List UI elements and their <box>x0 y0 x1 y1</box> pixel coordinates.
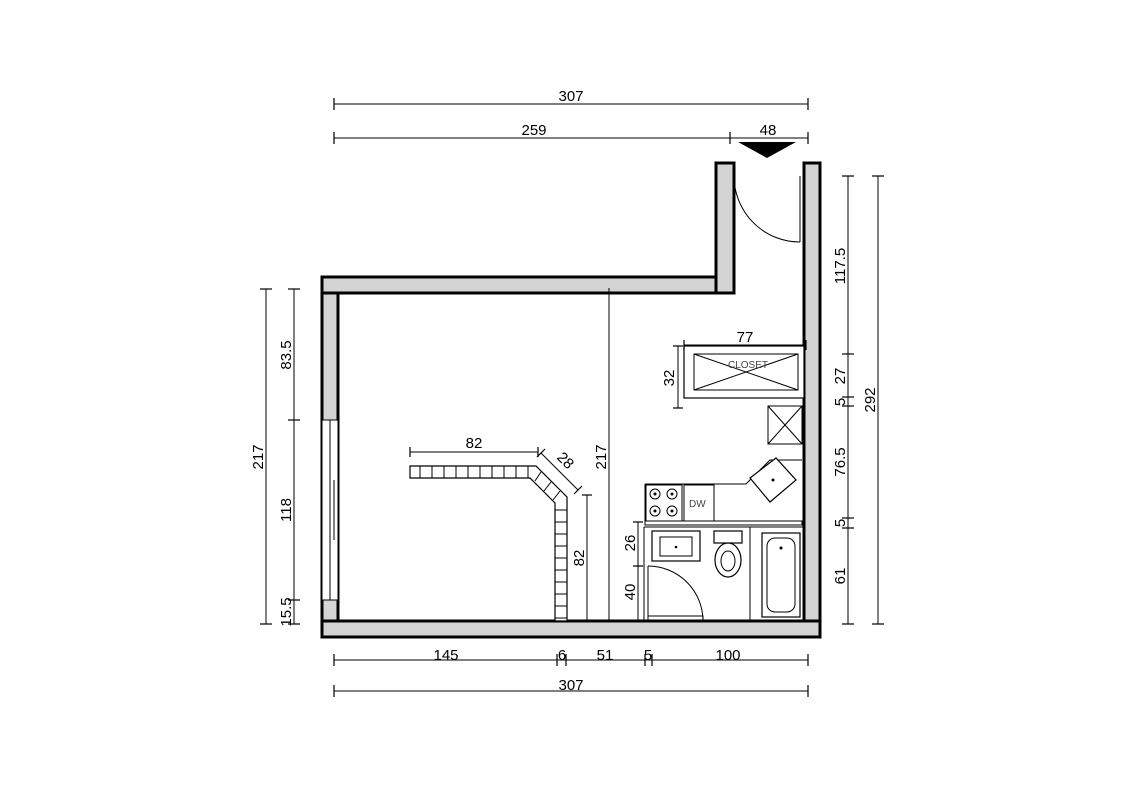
dim-bottom-c: 51 <box>597 647 614 664</box>
bathroom-door <box>647 565 704 622</box>
dim-right-d: 76.5 <box>832 447 849 476</box>
dim-bottom-b: 6 <box>558 647 566 664</box>
closet-label: CLOSET <box>728 360 768 371</box>
dim-left-overall: 217 <box>250 444 267 469</box>
toilet-icon <box>713 530 743 578</box>
west-window <box>321 419 339 601</box>
dim-top-overall: 307 <box>558 88 583 105</box>
dim-right-c: 5 <box>832 398 849 406</box>
south-wall <box>320 619 822 639</box>
dim-bottom-d: 5 <box>644 647 652 664</box>
entry-wall-left <box>714 161 736 295</box>
dim-top-door: 48 <box>760 122 777 139</box>
entry-door <box>733 172 801 243</box>
dim-left-top: 83.5 <box>278 340 295 369</box>
dim-right-b: 27 <box>832 368 849 385</box>
stove-icon <box>645 484 683 522</box>
dim-right-overall: 292 <box>862 387 879 412</box>
kitchen-counter <box>644 457 803 526</box>
dim-bath-a: 26 <box>622 535 639 552</box>
dim-bottom-e: 100 <box>715 647 740 664</box>
walls <box>320 161 822 639</box>
dim-right-e: 5 <box>832 519 849 527</box>
bathroom <box>643 526 804 622</box>
dishwasher: DW <box>683 484 715 522</box>
dim-counter-side: 82 <box>571 550 588 567</box>
dim-left-window: 118 <box>278 498 295 522</box>
entry-arrow-icon <box>738 142 796 158</box>
dim-closet-depth: 32 <box>661 370 678 387</box>
dim-top-left: 259 <box>521 122 546 139</box>
counter <box>409 465 568 622</box>
dishwasher-label: DW <box>689 499 706 510</box>
north-wall-living <box>320 275 736 295</box>
dim-bath-b: 40 <box>622 584 639 601</box>
dimension-labels: 307 259 48 145 6 51 5 100 307 217 83.5 1… <box>250 88 879 694</box>
dim-bottom-a: 145 <box>433 647 458 664</box>
dim-closet-width: 77 <box>737 329 754 346</box>
dim-right-f: 61 <box>832 568 849 585</box>
dim-counter-top: 82 <box>466 435 483 452</box>
bathtub-icon <box>761 532 801 618</box>
dim-right-a: 117.5 <box>832 248 849 284</box>
dim-interior-height: 217 <box>593 444 610 469</box>
dimension-lines <box>260 98 884 697</box>
dim-left-bottom: 15.5 <box>278 597 295 626</box>
pantry-box <box>767 405 803 445</box>
dim-bottom-overall: 307 <box>558 677 583 694</box>
east-wall <box>802 161 822 639</box>
closet: CLOSET <box>683 345 805 399</box>
